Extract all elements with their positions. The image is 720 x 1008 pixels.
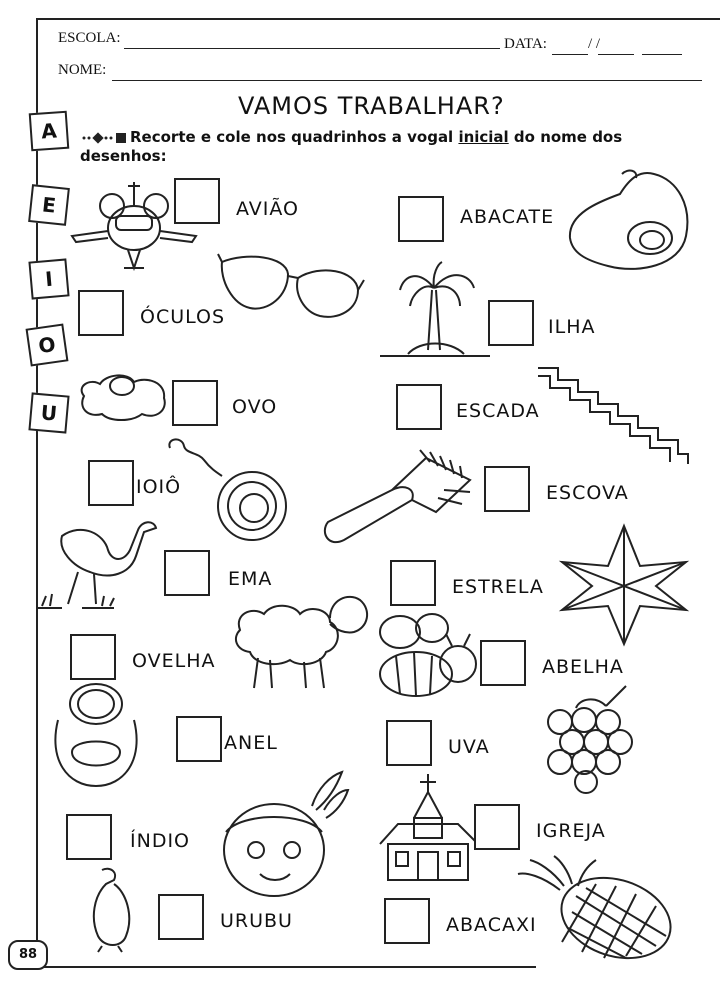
vowel-card-a[interactable]: A [28,110,70,152]
word-ioio: IOIÔ [136,476,182,498]
word-abelha: ABELHA [542,656,624,678]
answer-box-uva[interactable] [386,720,432,766]
word-aviao: AVIÃO [236,198,300,220]
answer-box-urubu[interactable] [158,894,204,940]
brush-icon [323,449,472,543]
answer-box-abacaxi[interactable] [384,898,430,944]
ring-icon [54,683,138,788]
word-ema: EMA [228,568,273,590]
answer-box-anel[interactable] [176,716,222,762]
star-icon [558,523,690,647]
answer-box-ema[interactable] [164,550,210,596]
scissors-dots-icon [80,131,126,144]
answer-box-igreja[interactable] [474,804,520,850]
instruction-text: Recorte e cole nos quadrinhos a vogal in… [80,128,680,166]
bee-icon [379,613,477,697]
word-abacate: ABACATE [460,206,555,228]
word-indio: ÍNDIO [130,830,191,852]
page-border-top [36,18,720,20]
name-field-line[interactable] [112,80,702,81]
church-icon [379,774,479,881]
word-estrela: ESTRELA [452,576,544,598]
word-ilha: ILHA [548,316,596,338]
fried-egg-icon [80,374,166,421]
word-ovelha: OVELHA [132,650,216,672]
name-label: NOME: [58,62,107,78]
pineapple-icon [517,855,672,960]
island-icon [380,261,490,357]
answer-box-oculos[interactable] [78,290,124,336]
vowel-card-e[interactable]: E [28,184,70,226]
answer-box-aviao[interactable] [174,178,220,224]
date-label: DATA: [504,36,547,52]
emu-icon [38,521,158,609]
answer-box-abelha[interactable] [480,640,526,686]
answer-box-indio[interactable] [66,814,112,860]
page-number: 88 [8,940,48,970]
word-escova: ESCOVA [546,482,629,504]
word-urubu: URUBU [220,910,293,932]
yoyo-icon [168,438,287,541]
instruction-part1: Recorte e cole nos quadrinhos a vogal [130,128,459,146]
page-title: VAMOS TRABALHAR? [238,92,505,120]
vowel-card-i[interactable]: I [28,258,70,300]
word-ovo: OVO [232,396,278,418]
glasses-icon [217,253,365,318]
stairs-icon [538,367,689,464]
word-uva: UVA [448,736,490,758]
page-border-left [36,18,38,968]
answer-box-escova[interactable] [484,466,530,512]
page-border-bottom [36,966,536,968]
school-field-line[interactable] [124,48,500,49]
date-month-line[interactable] [598,54,634,55]
airplane-icon [70,182,198,272]
school-label: ESCOLA: [58,30,121,46]
answer-box-ioio[interactable] [88,460,134,506]
instruction-part2: do nome dos desenhos: [80,128,623,165]
answer-box-ilha[interactable] [488,300,534,346]
grapes-icon [547,685,633,794]
vulture-icon [92,867,131,953]
vowel-card-u[interactable]: U [28,392,70,434]
word-abacaxi: ABACAXI [446,914,537,936]
date-day-line[interactable] [552,54,588,55]
indian-icon [223,770,350,897]
vowel-card-o[interactable]: O [25,323,69,367]
answer-box-ovo[interactable] [172,380,218,426]
date-year-line[interactable] [642,54,682,55]
date-slashes: / / [588,36,601,52]
answer-box-ovelha[interactable] [70,634,116,680]
word-igreja: IGREJA [536,820,606,842]
answer-box-abacate[interactable] [398,196,444,242]
instruction-underlined: inicial [458,128,509,146]
word-anel: ANEL [224,732,278,754]
answer-box-escada[interactable] [396,384,442,430]
answer-box-estrela[interactable] [390,560,436,606]
sheep-icon [234,595,369,689]
word-oculos: ÓCULOS [140,306,226,328]
avocado-icon [568,169,689,270]
word-escada: ESCADA [456,400,540,422]
